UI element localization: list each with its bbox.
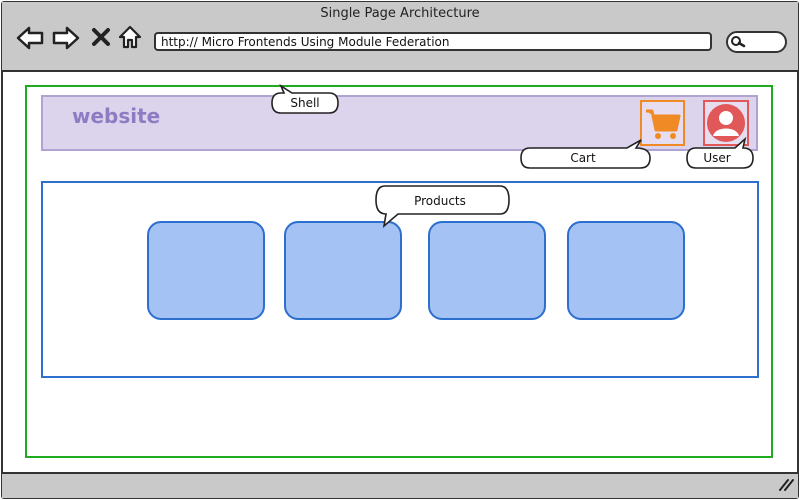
forward-arrow-icon[interactable] bbox=[52, 26, 80, 50]
user-callout-label: User bbox=[703, 151, 731, 165]
products-callout bbox=[375, 185, 510, 229]
search-icon[interactable] bbox=[730, 35, 746, 49]
shell-callout bbox=[271, 83, 339, 114]
shell-callout-label: Shell bbox=[290, 96, 320, 110]
cart-container bbox=[640, 100, 685, 146]
status-bar bbox=[2, 472, 798, 498]
cart-callout bbox=[520, 139, 651, 169]
window-title: Single Page Architecture bbox=[320, 6, 480, 21]
home-icon[interactable] bbox=[117, 24, 143, 50]
close-x-icon[interactable] bbox=[91, 27, 111, 47]
product-card bbox=[567, 221, 685, 320]
shopping-cart-icon bbox=[646, 109, 681, 139]
website-logo-text: website bbox=[72, 104, 161, 128]
product-card bbox=[147, 221, 265, 320]
product-card bbox=[428, 221, 546, 320]
cart-callout-label: Cart bbox=[570, 151, 596, 165]
products-callout-label: Products bbox=[414, 194, 466, 208]
address-bar[interactable]: http:// Micro Frontends Using Module Fed… bbox=[154, 32, 712, 51]
products-container bbox=[41, 181, 759, 378]
user-callout bbox=[686, 136, 754, 169]
shell-container bbox=[25, 85, 773, 458]
resize-grip-icon[interactable] bbox=[778, 478, 794, 492]
user-avatar-icon bbox=[707, 104, 745, 142]
product-card bbox=[284, 221, 402, 320]
user-container bbox=[703, 100, 749, 146]
search-field[interactable] bbox=[726, 31, 787, 53]
back-arrow-icon[interactable] bbox=[16, 26, 44, 50]
